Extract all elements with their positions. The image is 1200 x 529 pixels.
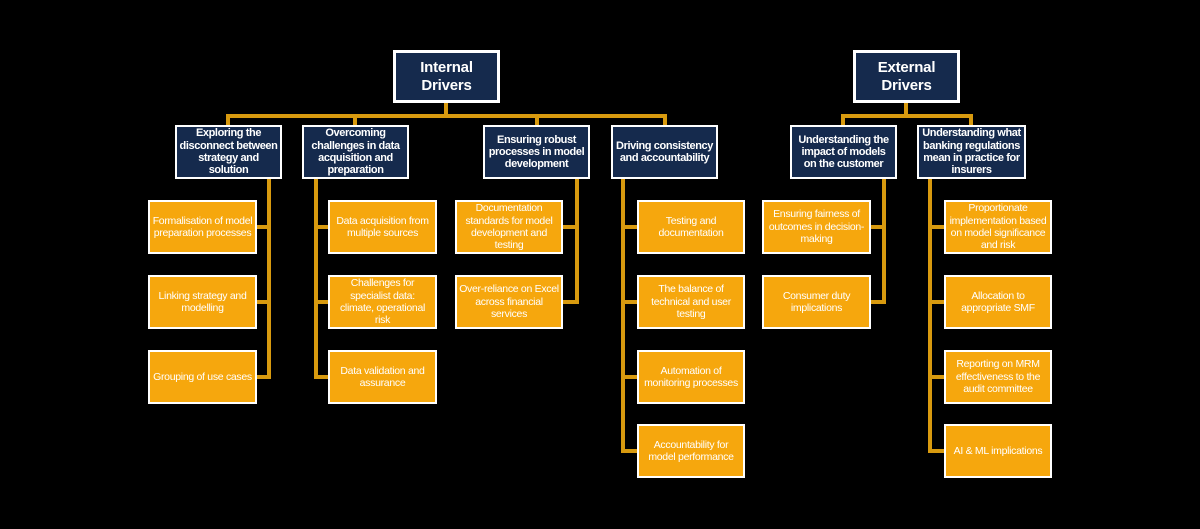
stub-col5-row2 bbox=[871, 300, 882, 304]
connector-drop-col4 bbox=[663, 114, 667, 125]
leaf-grouping-use-cases: Grouping of use cases bbox=[148, 350, 257, 404]
spine-col3 bbox=[575, 179, 579, 304]
stub-col6-row1 bbox=[932, 225, 944, 229]
leaf-reporting-mrm-effectiveness: Reporting on MRM effectiveness to the au… bbox=[944, 350, 1052, 404]
leaf-fairness-of-outcomes: Ensuring fairness of outcomes in decisio… bbox=[762, 200, 871, 254]
stub-col5-row1 bbox=[871, 225, 882, 229]
root-internal-drivers: Internal Drivers bbox=[393, 50, 500, 103]
leaf-data-validation-assurance: Data validation and assurance bbox=[328, 350, 437, 404]
stub-col3-row2 bbox=[563, 300, 575, 304]
stub-col4-row2 bbox=[625, 300, 637, 304]
spine-col2 bbox=[314, 179, 318, 379]
leaf-proportionate-implementation: Proportionate implementation based on mo… bbox=[944, 200, 1052, 254]
stub-col4-row4 bbox=[625, 449, 637, 453]
leaf-automation-monitoring: Automation of monitoring processes bbox=[637, 350, 745, 404]
leaf-testing-documentation: Testing and documentation bbox=[637, 200, 745, 254]
leaf-accountability-model-performance: Accountability for model performance bbox=[637, 424, 745, 478]
leaf-consumer-duty: Consumer duty implications bbox=[762, 275, 871, 329]
category-exploring-disconnect: Exploring the disconnect between strateg… bbox=[175, 125, 282, 179]
connector-drop-col1 bbox=[226, 114, 230, 125]
stub-col3-row1 bbox=[563, 225, 575, 229]
category-impact-on-customer: Understanding the impact of models on th… bbox=[790, 125, 897, 179]
leaf-balance-technical-user-testing: The balance of technical and user testin… bbox=[637, 275, 745, 329]
category-robust-model-development: Ensuring robust processes in model devel… bbox=[483, 125, 590, 179]
root-external-drivers: External Drivers bbox=[853, 50, 960, 103]
leaf-data-acquisition-sources: Data acquisition from multiple sources bbox=[328, 200, 437, 254]
connector-drop-col6 bbox=[969, 114, 973, 125]
stub-col2-row3 bbox=[318, 375, 328, 379]
leaf-over-reliance-excel: Over-reliance on Excel across financial … bbox=[455, 275, 563, 329]
stub-col1-row2 bbox=[257, 300, 267, 304]
stub-col2-row1 bbox=[318, 225, 328, 229]
connector-internal-stem bbox=[444, 103, 448, 115]
stub-col6-row4 bbox=[932, 449, 944, 453]
category-banking-regulations: Understanding what banking regulations m… bbox=[917, 125, 1026, 179]
stub-col6-row3 bbox=[932, 375, 944, 379]
spine-col5 bbox=[882, 179, 886, 304]
connector-external-stem bbox=[904, 103, 908, 115]
spine-col4 bbox=[621, 179, 625, 453]
stub-col4-row1 bbox=[625, 225, 637, 229]
spine-col6 bbox=[928, 179, 932, 453]
connector-drop-col2 bbox=[353, 114, 357, 125]
leaf-linking-strategy-modelling: Linking strategy and modelling bbox=[148, 275, 257, 329]
category-consistency-accountability: Driving consistency and accountability bbox=[611, 125, 718, 179]
connector-external-hline bbox=[841, 114, 973, 118]
stub-col1-row3 bbox=[257, 375, 267, 379]
leaf-specialist-data-challenges: Challenges for specialist data: climate,… bbox=[328, 275, 437, 329]
connector-drop-col3 bbox=[535, 114, 539, 125]
stub-col1-row1 bbox=[257, 225, 267, 229]
connector-drop-col5 bbox=[841, 114, 845, 125]
spine-col1 bbox=[267, 179, 271, 379]
category-overcoming-data-challenges: Overcoming challenges in data acquisitio… bbox=[302, 125, 409, 179]
stub-col2-row2 bbox=[318, 300, 328, 304]
leaf-allocation-smf: Allocation to appropriate SMF bbox=[944, 275, 1052, 329]
leaf-documentation-standards: Documentation standards for model develo… bbox=[455, 200, 563, 254]
stub-col4-row3 bbox=[625, 375, 637, 379]
stub-col6-row2 bbox=[932, 300, 944, 304]
leaf-ai-ml-implications: AI & ML implications bbox=[944, 424, 1052, 478]
leaf-formalisation-model-preparation: Formalisation of model preparation proce… bbox=[148, 200, 257, 254]
connector-internal-hline bbox=[226, 114, 667, 118]
